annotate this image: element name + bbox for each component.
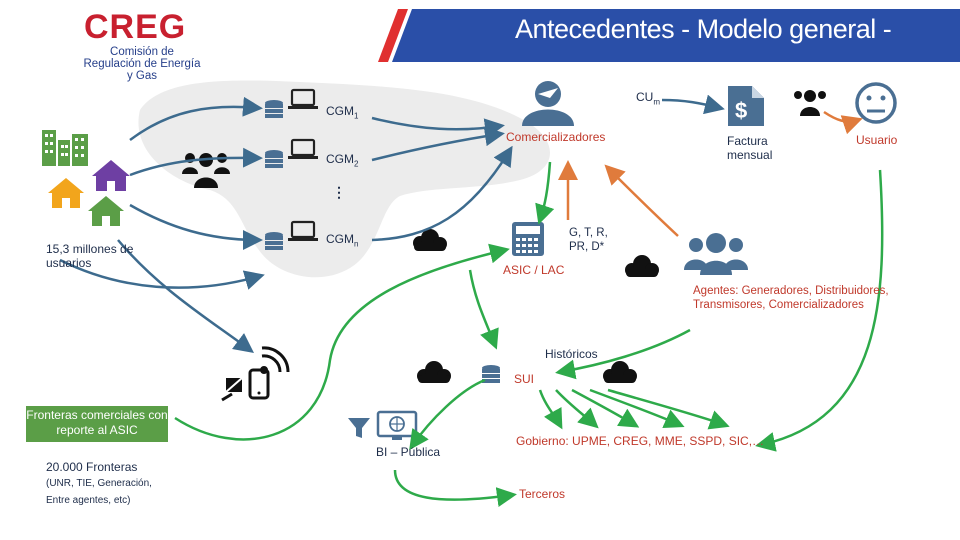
svg-text:$: $ [735, 98, 747, 123]
cum-label: CUm [636, 90, 661, 107]
calculator-icon [512, 222, 544, 256]
creg-logo-subtitle: Comisión de Regulación de Energía y Gas [83, 46, 201, 82]
cgm-ellipsis: ⋮ [332, 184, 346, 200]
cgm1-database-icon [265, 100, 283, 118]
cloud-icon-asic [625, 255, 659, 277]
arrow-usuario-to-gobierno [755, 169, 884, 452]
users-count-label: 15,3 millones de usuarios [46, 242, 134, 270]
cgmn-computer-icon [288, 220, 318, 241]
gtr-label: G, T, R, PR, D* [569, 227, 608, 253]
sui-label: SUI [514, 372, 535, 386]
fronteras-detail-2: Entre agentes, etc) [46, 495, 131, 506]
terceros-label: Terceros [519, 487, 566, 501]
arrow-agentes-to-comercializadores [604, 164, 679, 237]
agentes-label: Agentes: Generadores, Distribuidores, Tr… [693, 285, 889, 311]
arrow-sui-to-gobierno-4 [589, 388, 685, 428]
arrow-houses-to-cgm2 [129, 147, 263, 177]
cgm2-computer-icon [288, 138, 318, 159]
comercializadores-label: Comercializadores [506, 130, 606, 144]
green-arrows [174, 161, 884, 507]
arrow-sui-to-gobierno-1 [538, 389, 563, 430]
arrow-sui-to-gobierno-5 [607, 388, 730, 430]
cgm1-label: CGM1 [326, 104, 359, 121]
invoice-icon: $ [728, 86, 764, 126]
historicos-label: Históricos [545, 347, 598, 361]
arrow-houses-to-cgmn [129, 203, 263, 250]
asic-label: ASIC / LAC [503, 263, 565, 277]
arrow-cgm2-to-comercializadores [371, 126, 505, 162]
buildings-icon [42, 130, 88, 166]
cloud-icon-sui-left [417, 361, 451, 383]
arrow-agentes-to-sui [555, 328, 691, 380]
header-band [378, 9, 960, 62]
arrow-houses-to-cgm1 [129, 96, 263, 142]
fronteras-box: Fronteras comerciales con reporte al ASI… [26, 406, 168, 442]
gobierno-label: Gobierno: UPME, CREG, MME, SSPD, SIC,… [516, 434, 765, 448]
cgmn-database-icon [265, 232, 283, 250]
house-purple-icon [92, 160, 130, 191]
arrow-bi-to-terceros [393, 469, 517, 507]
cgmn-label: CGMn [326, 232, 359, 249]
fronteras-detail-1: (UNR, TIE, Generación, [46, 478, 152, 489]
house-yellow-icon [48, 178, 84, 208]
arrow-sui-to-bi [409, 378, 486, 451]
arrow-cum-to-invoice [661, 94, 725, 115]
blue-arrows [59, 94, 725, 353]
arrow-users-to-fronteras [117, 239, 255, 353]
arrow-sui-to-gobierno-2 [555, 389, 599, 429]
page-title: Antecedentes - Modelo general - [515, 14, 892, 44]
sui-database-icon [482, 365, 500, 383]
arrow-comercializadores-to-asic [535, 161, 555, 225]
arrow-sui-to-gobierno-3 [571, 388, 640, 428]
bi-monitor-icon [376, 410, 418, 440]
arrow-asic-to-historicos [468, 269, 499, 350]
bi-label: BI – Pública [376, 445, 441, 459]
cloud-icon-cgmn [413, 229, 447, 251]
orange-arrows [558, 110, 863, 237]
fronteras-count: 20.000 Fronteras [46, 460, 138, 474]
cgm2-database-icon [265, 150, 283, 168]
comercializador-person-icon [522, 81, 574, 126]
neutral-face-icon [855, 82, 897, 124]
mobile-phone-icon [248, 368, 270, 400]
agentes-group-icon [684, 233, 748, 275]
filter-icon [348, 418, 370, 438]
people-pair-icon [794, 90, 826, 116]
usuario-label: Usuario [856, 133, 898, 147]
house-green-icon [88, 196, 124, 226]
arrow-users-up [59, 258, 265, 290]
cgm2-label: CGM2 [326, 152, 359, 169]
factura-label: Factura mensual [727, 134, 773, 162]
arrow-cgmn-to-comercializadores [371, 145, 513, 242]
arrow-fronteras-to-asic [174, 243, 510, 441]
creg-logo: CREG [84, 8, 187, 46]
arrow-people-to-usuario [823, 110, 863, 135]
cloud-icon-sui-right [603, 361, 637, 383]
cgm1-computer-icon [288, 88, 318, 109]
satellite-icon [221, 377, 243, 402]
